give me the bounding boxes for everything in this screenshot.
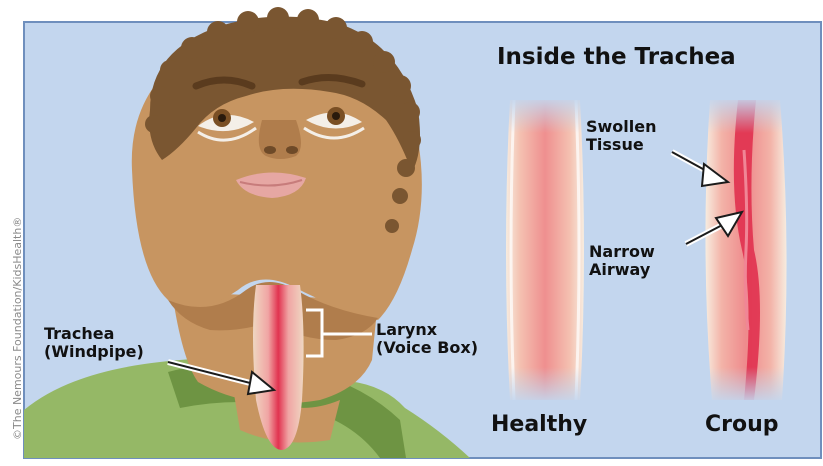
swollen-line-1: Swollen: [586, 118, 657, 136]
healthy-label: Healthy: [491, 412, 587, 437]
trachea-label: Trachea (Windpipe): [44, 325, 144, 362]
healthy-trachea: [498, 96, 592, 404]
croup-trachea: [698, 96, 794, 404]
trachea-line-1: Trachea: [44, 325, 144, 343]
diagram-title: Inside the Trachea: [497, 44, 736, 70]
narrow-line-2: Airway: [589, 261, 655, 279]
croup-label: Croup: [705, 412, 779, 437]
copyright-notice: ©The Nemours Foundation/KidsHealth®: [11, 217, 24, 440]
swollen-tissue-label: Swollen Tissue: [586, 118, 657, 155]
larynx-label: Larynx (Voice Box): [376, 321, 478, 358]
narrow-line-1: Narrow: [589, 243, 655, 261]
swollen-line-2: Tissue: [586, 136, 657, 154]
larynx-line-1: Larynx: [376, 321, 478, 339]
trachea-line-2: (Windpipe): [44, 343, 144, 361]
larynx-line-2: (Voice Box): [376, 339, 478, 357]
narrow-airway-label: Narrow Airway: [589, 243, 655, 280]
